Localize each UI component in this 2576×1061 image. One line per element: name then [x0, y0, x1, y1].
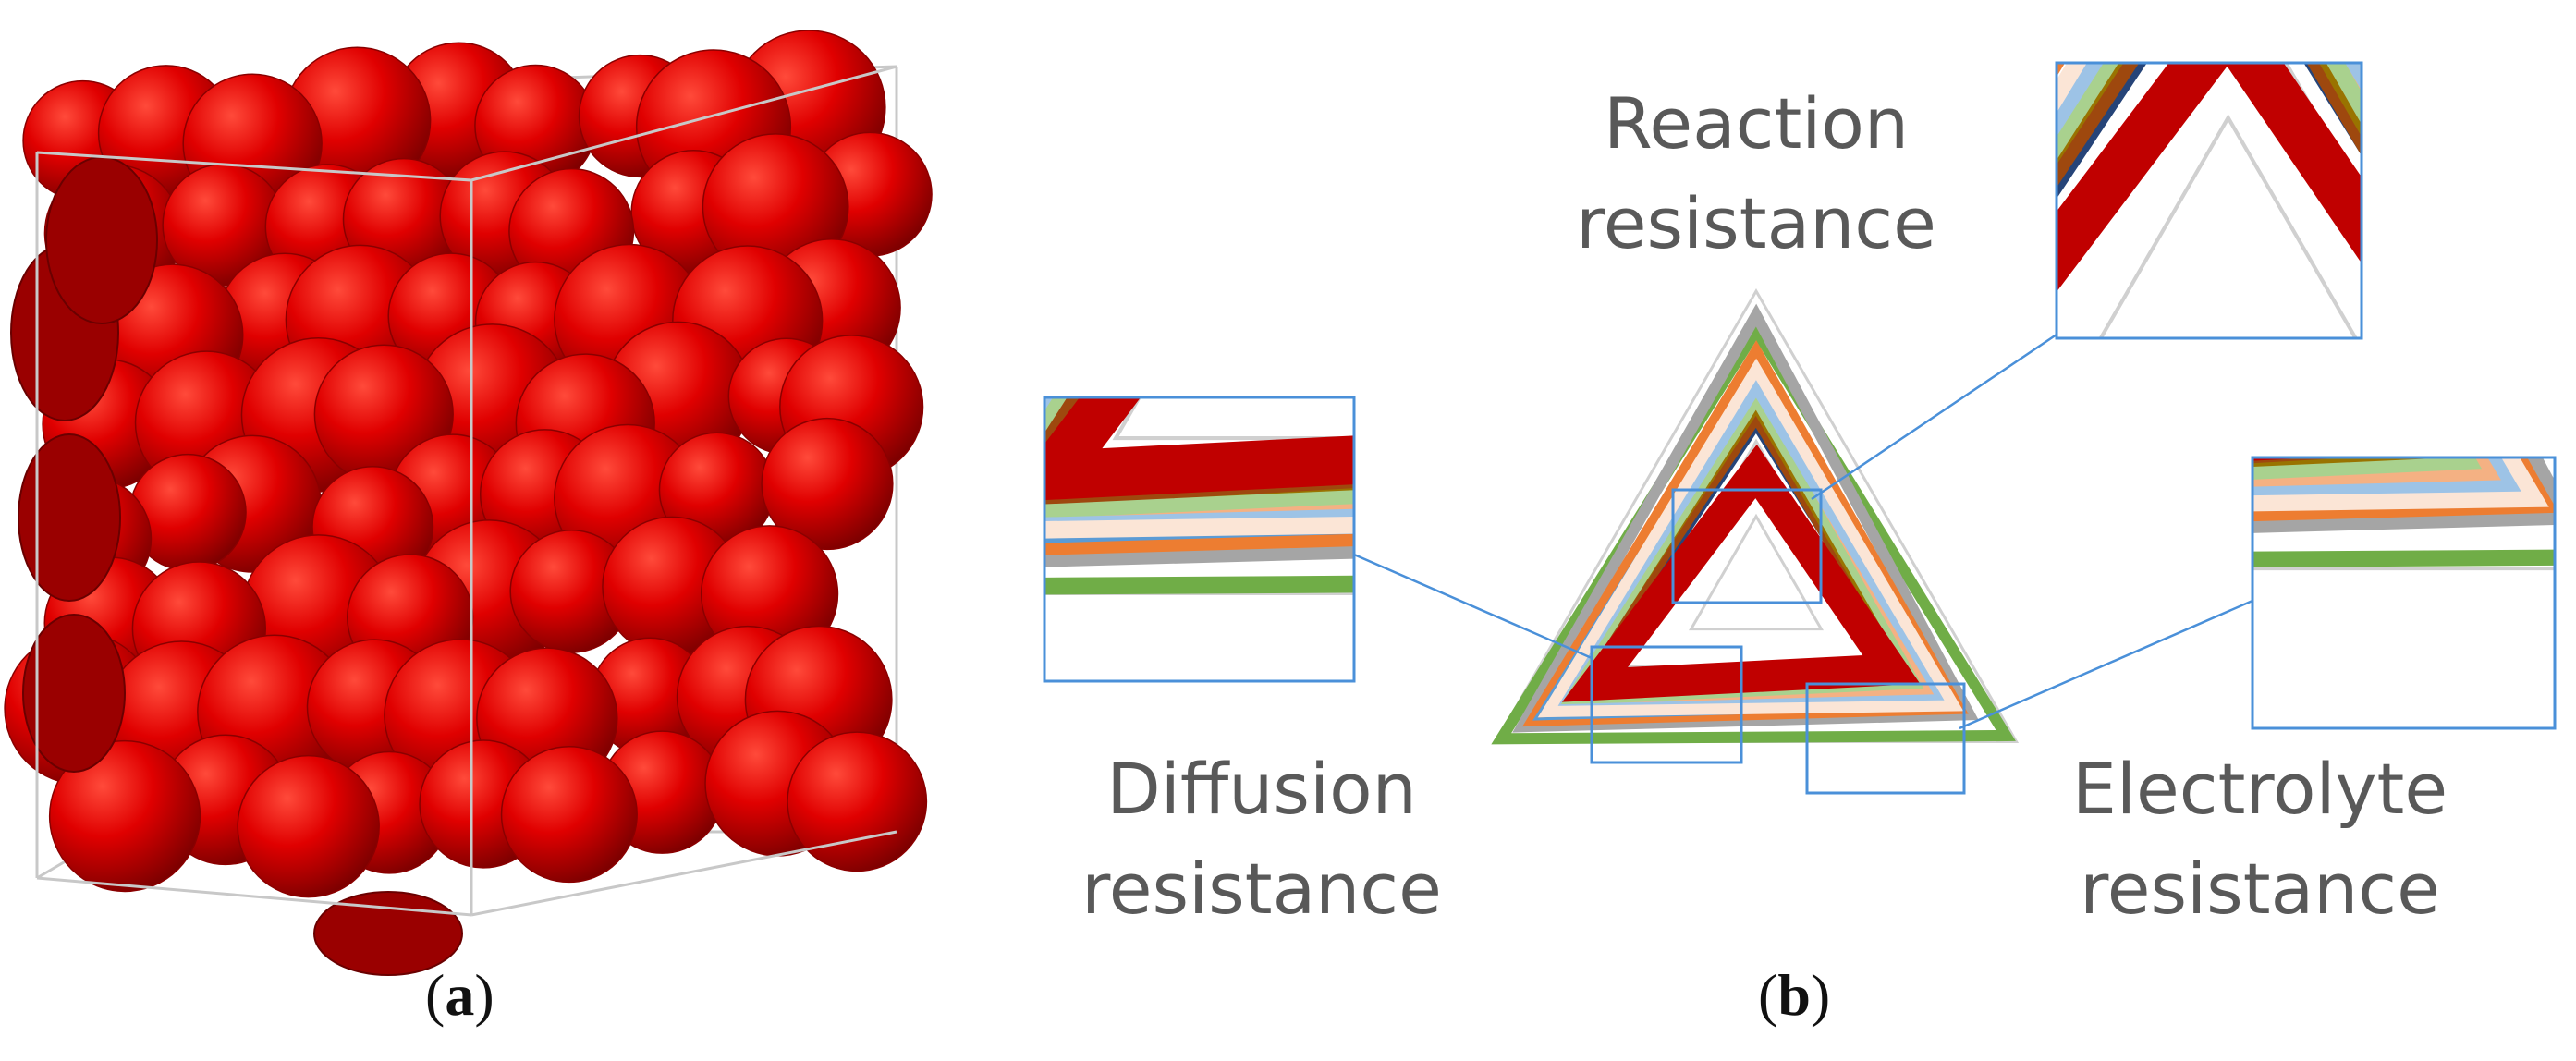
particle [48, 739, 201, 893]
particle [500, 746, 638, 884]
series-line [1512, 303, 1979, 733]
particle-cut-face [45, 156, 158, 324]
grid-ring [2098, 114, 2358, 338]
caption-a: (a) [425, 961, 494, 1030]
zoom-insets [1043, 61, 2557, 730]
series-line [1522, 340, 1969, 727]
grid-ring [1251, 128, 1520, 360]
caption-a-letter: a [445, 962, 475, 1028]
grid-ring [1689, 513, 1824, 631]
caption-b: (b) [1758, 961, 1830, 1030]
radar-series [1491, 303, 2016, 745]
particle [761, 417, 894, 551]
caption-a-close: ) [474, 962, 494, 1028]
axis-label-reaction: Reaction resistance [1576, 82, 1936, 264]
inset-frame [2251, 456, 2557, 730]
zoom-region [1590, 645, 1743, 764]
particle [787, 731, 928, 872]
series-line [2057, 63, 2362, 292]
inset-content [1044, 128, 1520, 596]
particle-cut-face [313, 891, 463, 976]
inset-content [2057, 63, 2362, 338]
inset-magnified [2057, 63, 2362, 338]
zoom-leader-line [1353, 553, 1593, 660]
axis-label-electrolyte: Electrolyte resistance [2071, 748, 2448, 930]
zoom-leader-lines [1353, 333, 2253, 730]
particle [237, 754, 380, 898]
particle-cut-face [22, 614, 126, 773]
series-line [1538, 358, 1964, 718]
box-edge [36, 876, 472, 917]
inset-frame [2055, 61, 2363, 340]
zoom-leader-line [1811, 333, 2057, 501]
box-edge [470, 65, 897, 182]
caption-b-close: ) [1810, 962, 1831, 1028]
caption-b-open: ( [1758, 962, 1778, 1028]
zoom-region [1805, 682, 1966, 795]
series-line [1044, 397, 1354, 513]
box-edge [36, 151, 472, 182]
series-line [1561, 444, 1921, 702]
zoom-regions [1590, 488, 1966, 795]
box-edge [470, 830, 897, 917]
particle-cut-face [18, 433, 121, 602]
particle-microstructure [4, 30, 933, 976]
caption-b-letter: b [1777, 962, 1811, 1028]
axis-label-diffusion: Diffusion resistance [1081, 748, 1442, 930]
particle-cluster [4, 30, 933, 976]
zoom-leader-line [1959, 599, 2253, 730]
zoom-inset [2055, 61, 2363, 340]
zoom-region [1671, 488, 1823, 604]
inset-magnified [1044, 128, 1520, 596]
zoom-inset [1043, 128, 1520, 683]
inset-frame [1043, 396, 1356, 683]
bounding-box-front [35, 65, 897, 917]
zoom-inset [2251, 456, 2557, 730]
ternary-radar-chart [1043, 61, 2557, 795]
caption-a-open: ( [425, 962, 446, 1028]
